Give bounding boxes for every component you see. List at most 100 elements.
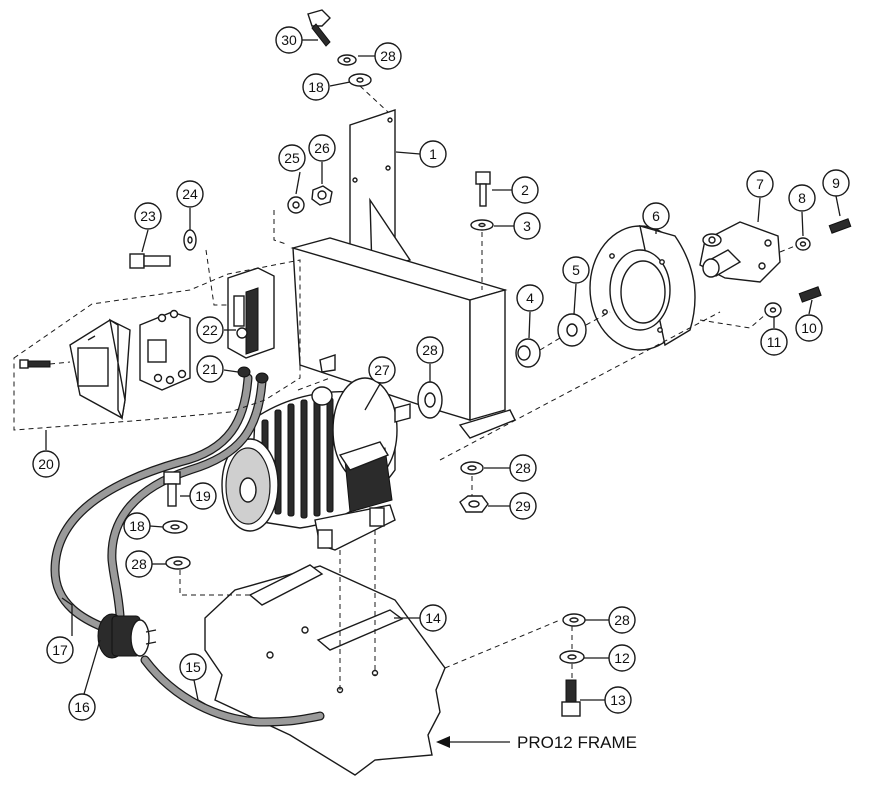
- callout-25: 25: [278, 144, 306, 172]
- pump-adapter: [699, 221, 781, 283]
- callout-11: 11: [760, 328, 788, 356]
- plug: [97, 613, 157, 659]
- svg-text:11: 11: [767, 334, 782, 350]
- spider-5: [557, 313, 587, 347]
- contactor: [227, 267, 275, 359]
- svg-text:29: 29: [515, 498, 531, 514]
- washer-12: [559, 650, 585, 664]
- mounting-bracket: [290, 109, 516, 439]
- svg-text:13: 13: [610, 692, 626, 708]
- callout-14: 14: [419, 604, 447, 632]
- callout-4: 4: [516, 284, 544, 312]
- callout-6: 6: [642, 202, 670, 230]
- callout-2: 2: [511, 176, 539, 204]
- callout-12: 12: [608, 644, 636, 672]
- callout-23: 23: [134, 202, 162, 230]
- svg-text:10: 10: [801, 320, 817, 336]
- lock-washer-top: [337, 54, 357, 66]
- callout-28-left: 28: [125, 550, 153, 578]
- svg-text:24: 24: [182, 186, 198, 202]
- svg-text:15: 15: [185, 659, 201, 675]
- callout-19: 19: [189, 482, 217, 510]
- svg-text:6: 6: [652, 208, 660, 224]
- frame-label: PRO12 FRAME: [517, 733, 637, 752]
- callout-18-left: 18: [123, 512, 151, 540]
- svg-text:30: 30: [281, 32, 297, 48]
- bolt-10: [798, 286, 822, 303]
- bolt-2: [475, 171, 491, 207]
- callout-1: 1: [419, 140, 447, 168]
- svg-text:4: 4: [526, 290, 534, 306]
- lock-washer-28-left: [165, 556, 191, 570]
- svg-text:17: 17: [52, 642, 68, 658]
- svg-text:28: 28: [380, 48, 396, 64]
- callout-17: 17: [46, 636, 74, 664]
- svg-text:8: 8: [798, 190, 806, 206]
- svg-text:18: 18: [308, 79, 324, 95]
- callout-24: 24: [176, 180, 204, 208]
- svg-text:27: 27: [374, 362, 390, 378]
- nut-26: [311, 185, 333, 206]
- rail-14: [248, 564, 404, 651]
- leader-lines: [45, 39, 841, 705]
- svg-text:20: 20: [38, 456, 54, 472]
- svg-text:5: 5: [572, 262, 580, 278]
- cable-glands: [237, 366, 269, 384]
- callout-7: 7: [746, 170, 774, 198]
- callout-28: 28: [374, 42, 402, 70]
- svg-text:1: 1: [429, 146, 437, 162]
- callout-13: 13: [604, 686, 632, 714]
- callout-18: 18: [302, 73, 330, 101]
- callout-28-bottom: 28: [608, 606, 636, 634]
- screw-20: [19, 359, 51, 369]
- callout-28-right: 28: [509, 454, 537, 482]
- callout-29: 29: [509, 492, 537, 520]
- switch-box: [69, 318, 131, 421]
- callout-9: 9: [822, 169, 850, 197]
- svg-text:12: 12: [614, 650, 630, 666]
- lock-washer-28: [460, 461, 484, 475]
- bolt-19: [163, 471, 181, 507]
- callout-22: 22: [196, 316, 224, 344]
- callout-21: 21: [196, 355, 224, 383]
- lock-washer-28-br: [562, 613, 586, 627]
- svg-text:25: 25: [284, 150, 300, 166]
- callout-20: 20: [32, 450, 60, 478]
- callout-10: 10: [795, 314, 823, 342]
- svg-text:23: 23: [140, 208, 156, 224]
- svg-text:21: 21: [202, 361, 218, 377]
- lock-washer-25: [287, 196, 305, 214]
- svg-text:22: 22: [202, 322, 218, 338]
- bolt-23: [129, 253, 171, 269]
- callout-3: 3: [513, 212, 541, 240]
- bolt-30: [307, 9, 331, 47]
- frame-arrow: [436, 736, 510, 748]
- callout-30: 30: [275, 26, 303, 54]
- bolt-13: [561, 679, 581, 717]
- callout-27: 27: [368, 356, 396, 384]
- callout-16: 16: [68, 693, 96, 721]
- nut-29: [459, 495, 489, 513]
- washer-24: [183, 229, 197, 251]
- washer-3: [470, 219, 494, 231]
- callout-15: 15: [179, 653, 207, 681]
- svg-text:28: 28: [422, 342, 438, 358]
- svg-text:7: 7: [756, 176, 764, 192]
- washer-11: [764, 302, 782, 318]
- svg-text:26: 26: [314, 140, 330, 156]
- svg-text:16: 16: [74, 699, 90, 715]
- assembly-lines: [49, 85, 796, 690]
- pro12-frame-plate: [204, 565, 446, 776]
- power-cable: [50, 373, 325, 727]
- svg-text:14: 14: [425, 610, 441, 626]
- callout-26: 26: [308, 134, 336, 162]
- switch-relay: [139, 309, 191, 391]
- washer-18: [162, 520, 188, 534]
- svg-text:9: 9: [832, 175, 840, 191]
- washer-top: [348, 73, 372, 87]
- svg-text:2: 2: [521, 182, 529, 198]
- svg-text:18: 18: [129, 518, 145, 534]
- callout-8: 8: [788, 184, 816, 212]
- coupling-housing: [589, 225, 696, 351]
- svg-text:28: 28: [131, 556, 147, 572]
